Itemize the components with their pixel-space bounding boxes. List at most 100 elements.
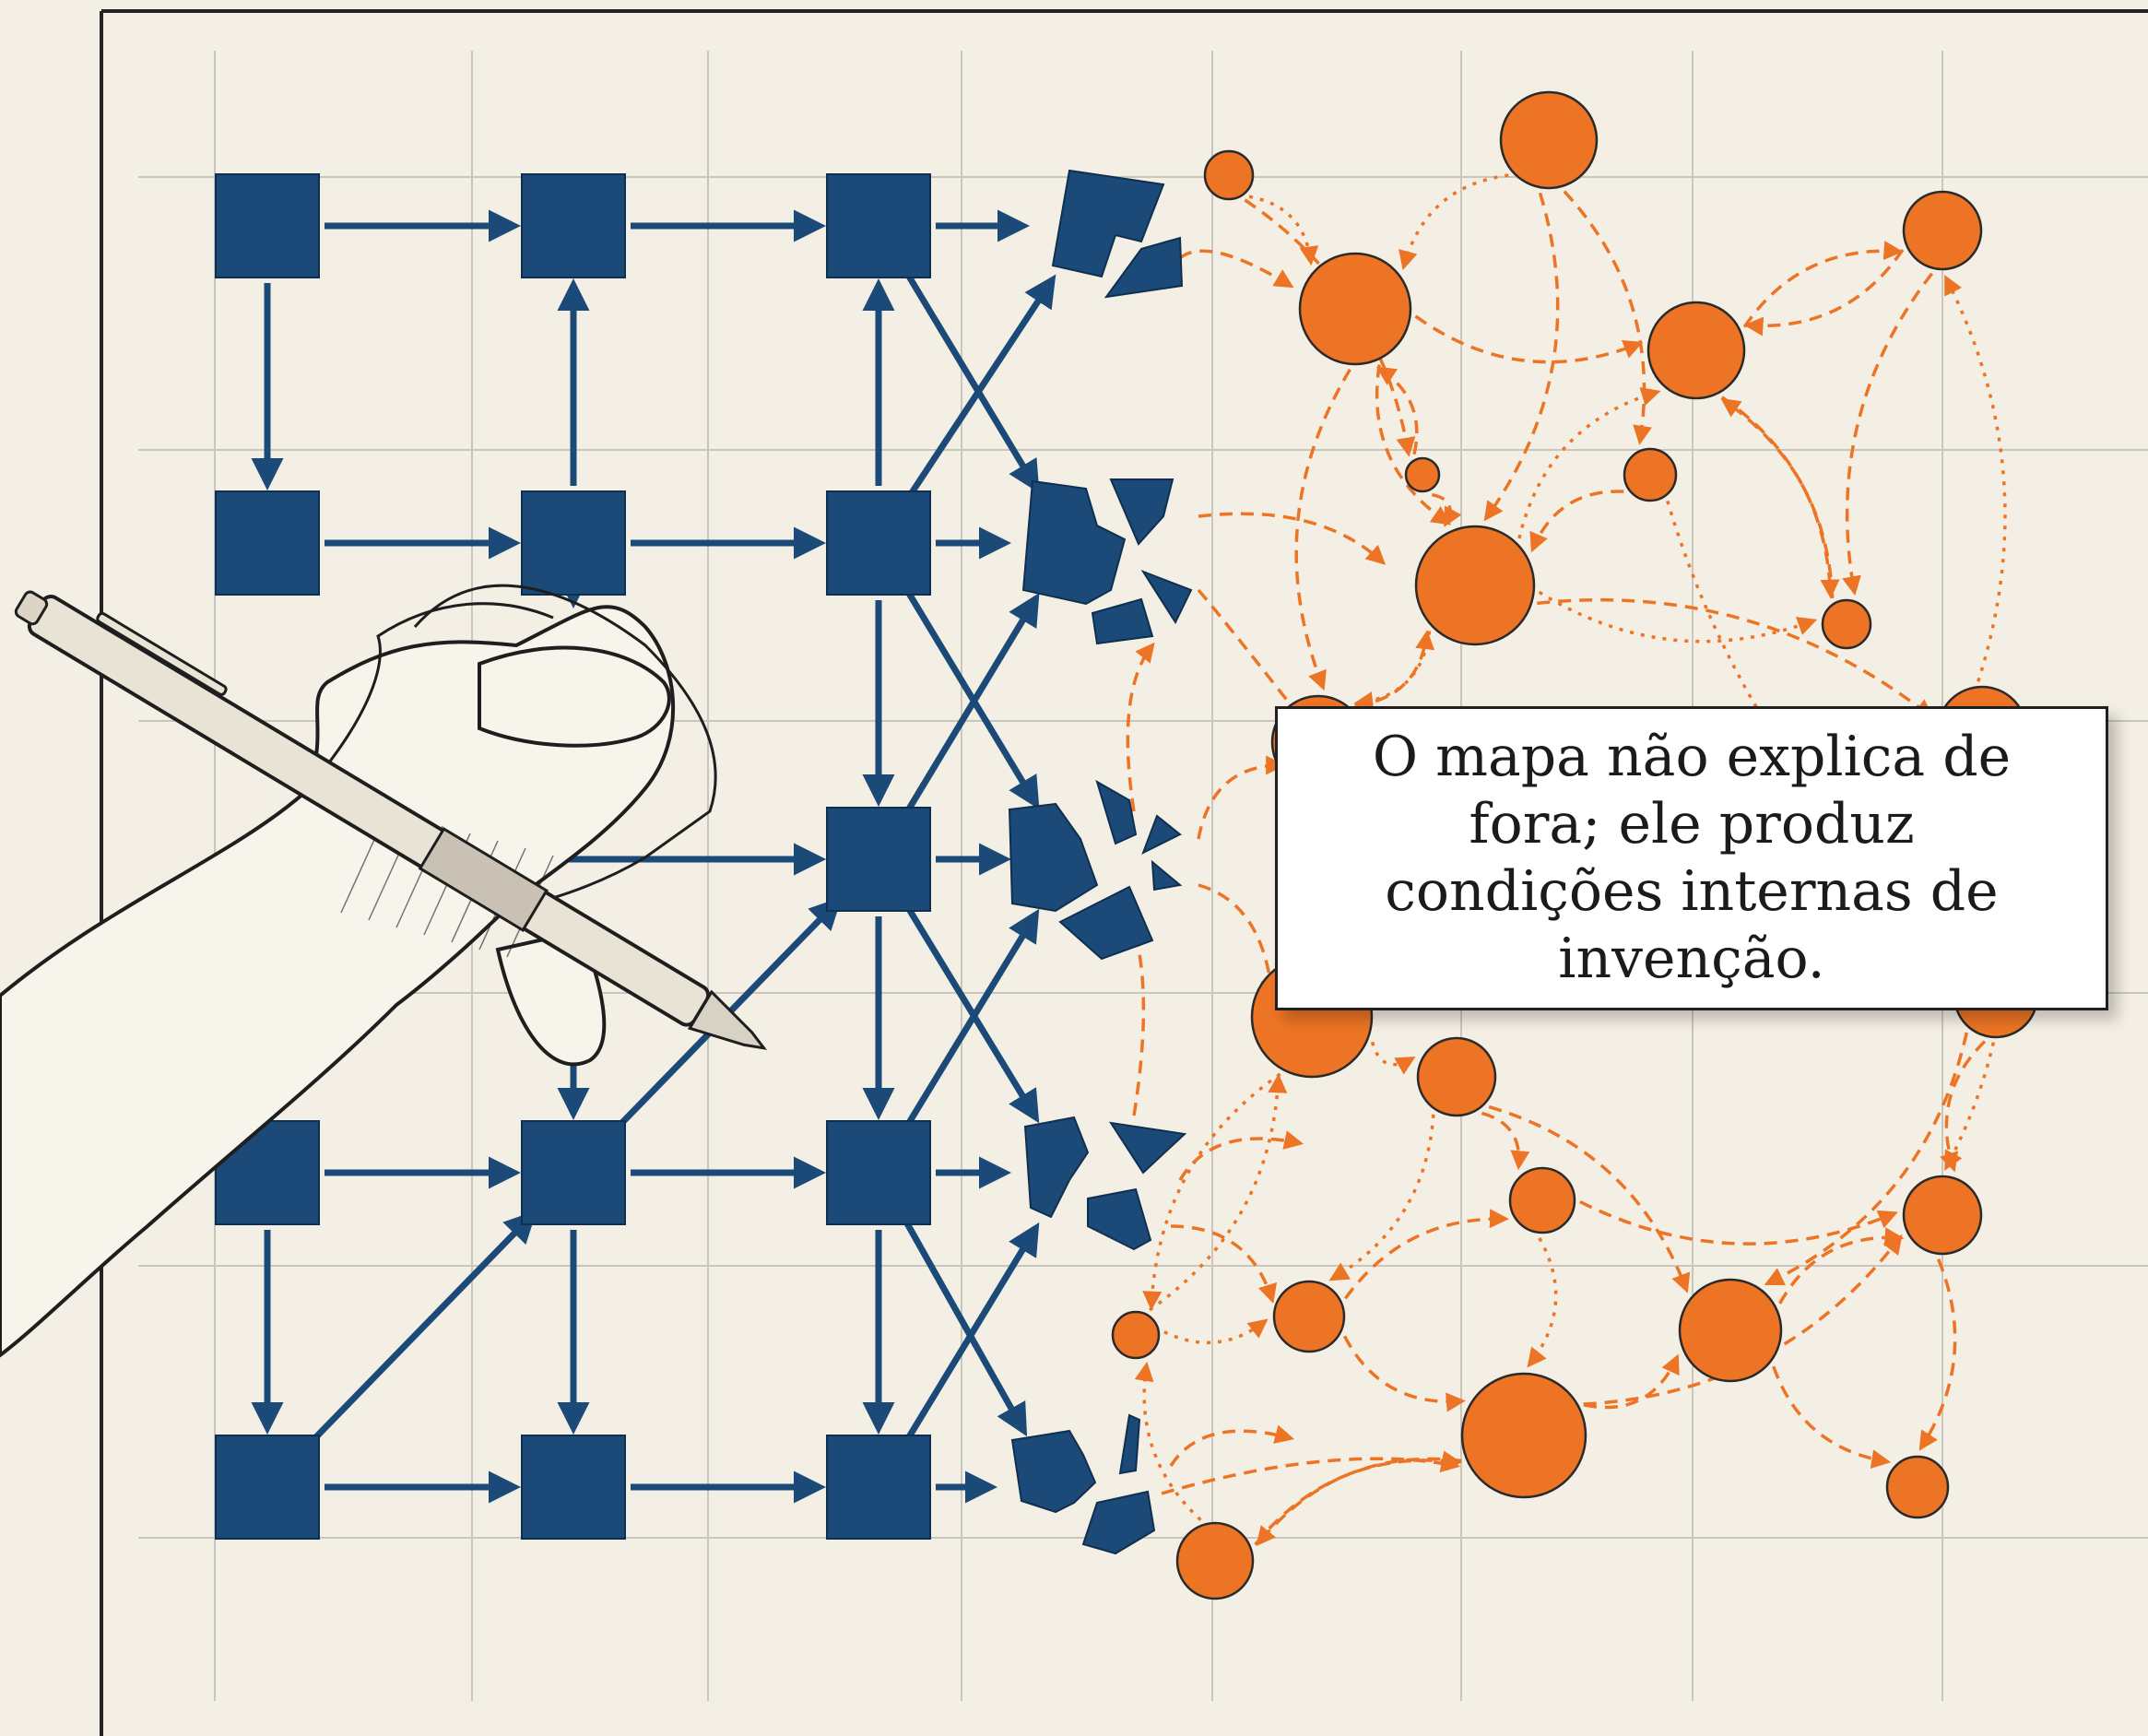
rhizome-edge [1375,364,1452,526]
rhizome-edge [1666,500,1971,956]
rhizome-edge [1529,490,1624,553]
rhizome-edge-from-fragment [1197,755,1286,840]
rhizome-edge [1354,630,1435,708]
square-shard [1108,1121,1187,1175]
tree-arrow-to-fragment [905,590,1040,810]
rhizome-node [1111,1310,1161,1360]
rhizome-node [1902,190,1983,271]
tree-node-square [826,1120,931,1225]
rhizome-edge [1142,1072,1281,1311]
rhizome-edge [1375,366,1419,455]
rhizome-edge [1563,190,1652,445]
rhizome-node [1885,1455,1950,1519]
rhizome-node [1623,447,1678,502]
rhizome-edge [1742,241,1904,328]
rhizome-edge [1481,1111,1530,1171]
rhizome-node [1821,598,1872,650]
rhizome-edge [1353,631,1432,711]
rhizome-node [1298,252,1412,366]
rhizome-edge [1583,1234,1903,1406]
tree-grid-edges [251,209,1056,1504]
tree-node-square [826,173,931,278]
tree-node-square [215,1435,320,1540]
rhizome-node [1499,90,1599,190]
square-shard [1010,1429,1097,1514]
mechanical-pencil-icon [14,590,768,1050]
square-shard [1087,1187,1152,1251]
rhizome-edge [1483,192,1560,522]
rhizome-edge [1343,1209,1509,1300]
rhizome-edge [1918,1258,1957,1451]
tree-arrow-to-fragment [905,906,1040,1124]
tree-node-square [215,173,320,278]
rhizome-node [1203,149,1255,201]
rhizome-edge [1370,1041,1416,1075]
square-shard [1051,169,1165,278]
rhizome-node [1508,1166,1576,1234]
rhizome-edge [1537,597,1934,719]
rhizome-edge [1940,1040,1987,1173]
rhizome-edge [1248,195,1319,266]
square-shard [1109,478,1174,546]
tree-arrow-diagonal [304,1210,537,1449]
rhizome-node [1460,1372,1587,1499]
rhizome-edge [1163,1318,1269,1345]
tree-node-square [215,490,320,596]
tree-node-square [826,1435,931,1540]
pen-eraser-cap [14,590,49,626]
rhizome-node [1416,1036,1497,1117]
rhizome-edge [1254,1450,1462,1546]
rhizome-edge [1764,1032,1969,1286]
tree-node-square [826,490,931,596]
rhizome-edge [1328,1114,1435,1281]
rhizome-edge-from-fragment [1126,642,1155,812]
square-shard [1091,597,1154,645]
hand-thumb [478,645,671,748]
rhizome-edge [1772,1365,1892,1470]
tree-arrow-to-fragment [905,592,1040,812]
rhizome-edge-from-fragment [1170,1224,1278,1305]
square-shard [1021,479,1127,606]
rhizome-edge [1720,397,1835,599]
tree-arrow-to-fragment [904,273,1040,494]
page-frame [100,9,2148,1736]
pen-tip [687,989,768,1050]
tree-arrow-to-fragment [905,1222,1040,1440]
rhizome-edge-from-fragment [1198,883,1281,1000]
tree-node-square [521,173,626,278]
rhizome-edge-from-fragment [1169,1424,1295,1467]
rhizome-edge [1431,492,1462,527]
square-shard [1023,1116,1090,1219]
rhizome-edge [1743,249,1905,337]
tree-node-square [521,1435,626,1540]
rhizome-node [1678,1278,1783,1383]
square-shard [1104,236,1184,299]
square-shard [1081,1490,1156,1555]
rhizome-node [1646,301,1746,400]
square-shard [1095,779,1138,845]
hand-finger-line [302,602,554,794]
rhizome-edge-from-fragment [1178,1130,1304,1181]
fractured-squares [1008,169,1193,1555]
rhizome-edge [1414,314,1644,364]
rhizome-edge [1842,272,1934,596]
tree-arrow-to-fragment [905,908,1040,1126]
rhizome-edge-from-fragment [1161,1453,1461,1495]
rhizome-edge [1399,173,1509,271]
caption-box: O mapa não explica de fora; ele produz c… [1275,706,2108,1010]
square-shard [1118,1413,1141,1475]
rhizome-node [1902,1175,1983,1256]
rhizome-edges [1122,173,2007,1547]
square-shard [1140,569,1193,625]
rhizome-edge-from-fragment [1198,512,1387,565]
caption-text: O mapa não explica de fora; ele produz c… [1372,724,2012,992]
rhizome-node [1404,456,1441,493]
pen-clip [96,611,228,696]
rhizome-edge [1527,1237,1558,1368]
rhizome-edge [1149,1073,1288,1312]
rhizome-node [1272,1280,1346,1353]
hand-knuckles-line [413,584,717,910]
rhizome-edge [1294,368,1351,691]
rhizome-edge-from-fragment [1197,588,1312,732]
square-shard [1008,802,1099,913]
